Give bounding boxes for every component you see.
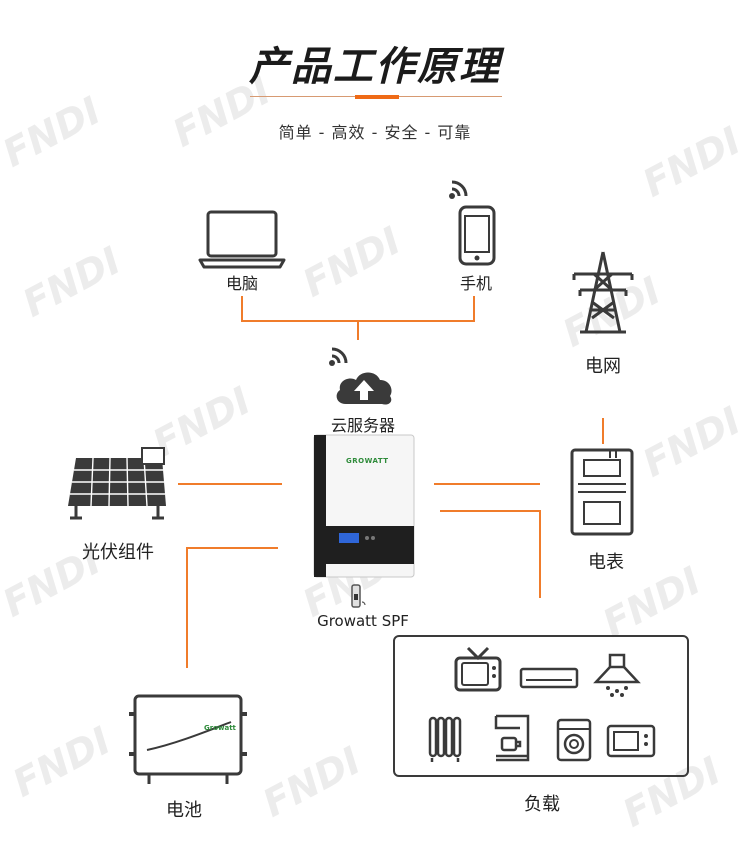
battery-device-icon <box>125 692 251 792</box>
power-tower-icon <box>566 250 640 340</box>
wifi-icon <box>328 347 352 371</box>
phone-label: 手机 <box>459 274 492 293</box>
oil-heater-icon <box>426 714 470 768</box>
microwave-icon <box>606 724 656 762</box>
connector-computer-phone <box>241 296 475 322</box>
washing-machine-icon <box>556 718 592 766</box>
connector-load <box>440 510 541 598</box>
cloud-label: 云服务器 <box>330 416 395 435</box>
battery-brand-logo: Growatt <box>204 724 236 732</box>
meter-label: 电表 <box>588 552 624 573</box>
wifi-icon <box>448 180 472 204</box>
inverter-brand-logo: GROWATT <box>346 457 389 465</box>
battery-label: 电池 <box>166 800 202 821</box>
load-label: 负载 <box>524 794 560 815</box>
phone-icon <box>458 205 498 271</box>
computer-label: 电脑 <box>225 274 258 293</box>
tv-icon <box>454 646 502 698</box>
air-conditioner-icon <box>519 667 580 694</box>
connector-battery <box>186 547 278 668</box>
range-hood-icon <box>592 653 642 702</box>
page-subtitle: 简单 - 高效 - 安全 - 可靠 <box>278 123 472 142</box>
title-underline-accent <box>355 95 399 99</box>
coffee-machine-icon <box>490 712 534 768</box>
grid-label: 电网 <box>585 356 621 377</box>
page-title: 产品工作原理 <box>249 44 501 90</box>
electric-meter-icon <box>570 448 636 542</box>
load-appliances-box <box>393 635 689 777</box>
inverter-label: Growatt SPF <box>317 612 409 630</box>
computer-icon <box>198 210 286 274</box>
solar-panel-icon <box>62 444 172 528</box>
solar-label: 光伏组件 <box>82 542 154 563</box>
cloud-upload-icon <box>332 366 396 412</box>
wifi-dongle-icon <box>348 584 368 616</box>
inverter-device <box>313 434 417 586</box>
